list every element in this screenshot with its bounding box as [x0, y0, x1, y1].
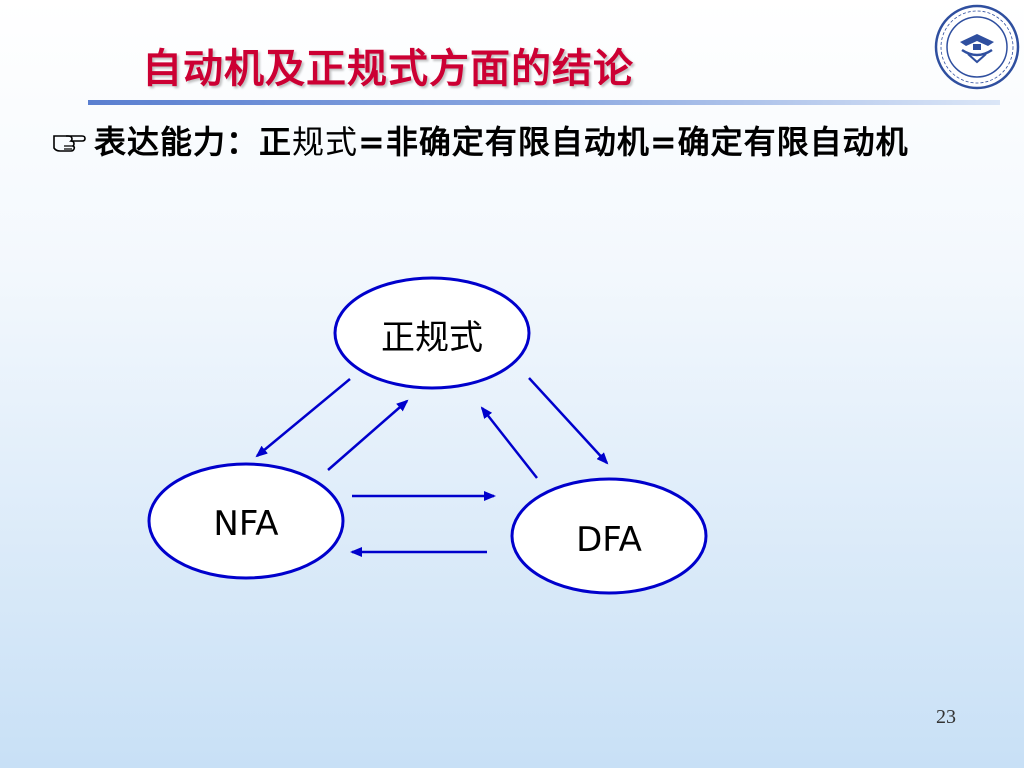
node-dfa: DFA: [510, 477, 708, 595]
node-nfa: NFA: [147, 462, 345, 580]
node-nfa-label: NFA: [213, 504, 278, 544]
bullet-text-part2: 规式: [292, 123, 359, 161]
university-logo: [934, 4, 1020, 90]
title-divider: [88, 100, 1000, 105]
edge-regex-to-nfa: [255, 378, 351, 458]
bullet-text-part3: =非确定有限自动机=确定有限自动机: [358, 123, 909, 161]
pointing-hand-icon: [53, 135, 86, 152]
bullet-text-part1: 表达能力：正: [94, 123, 293, 161]
page-number: 23: [936, 706, 956, 728]
bullet-text: 表达能力：正规式=非确定有限自动机=确定有限自动机: [94, 120, 984, 164]
slide-title: 自动机及正规式方面的结论: [142, 46, 634, 92]
node-regex-label: 正规式: [381, 318, 483, 358]
edge-dfa-to-regex: [480, 406, 538, 479]
node-regex: 正规式: [333, 276, 531, 390]
edge-regex-to-dfa: [528, 377, 609, 465]
node-dfa-label: DFA: [576, 520, 642, 560]
edge-nfa-to-regex: [327, 399, 409, 471]
